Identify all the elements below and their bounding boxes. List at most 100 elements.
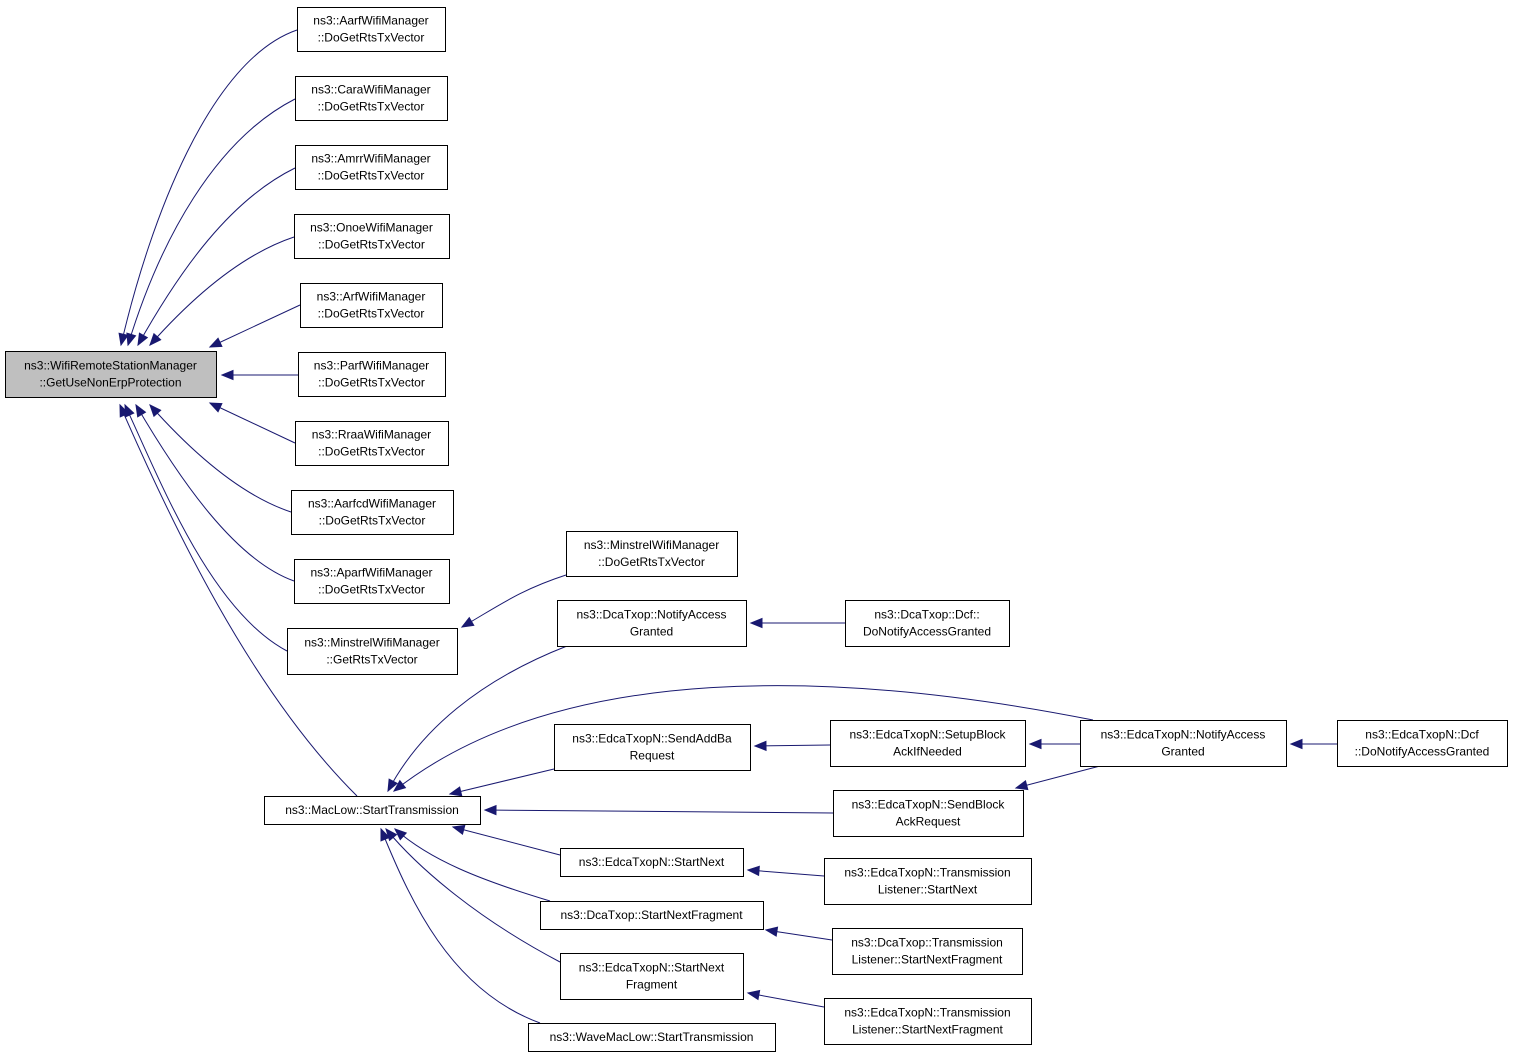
node-label-line: ns3::WaveMacLow::StartTransmission bbox=[550, 1030, 754, 1044]
edge-line bbox=[452, 826, 561, 856]
edge-dca_notify-to-maclow_start bbox=[387, 645, 568, 793]
node-edca-tl-startnext[interactable]: ns3::EdcaTxopN::TransmissionListener::St… bbox=[824, 858, 1032, 905]
node-box bbox=[566, 531, 738, 577]
node-box bbox=[554, 724, 751, 771]
node-minstrel-do[interactable]: ns3::MinstrelWifiManager::DoGetRtsTxVect… bbox=[566, 531, 738, 577]
node-edca-notify[interactable]: ns3::EdcaTxopN::NotifyAccessGranted bbox=[1080, 720, 1287, 767]
node-label-line: ns3::DcaTxop::Transmission bbox=[851, 936, 1003, 950]
node-box bbox=[1337, 720, 1508, 767]
edge-minstrel_do-to-minstrel_get bbox=[460, 574, 567, 628]
node-edca-startnextfrag[interactable]: ns3::EdcaTxopN::StartNextFragment bbox=[560, 953, 744, 1000]
node-box bbox=[824, 858, 1032, 905]
node-box bbox=[294, 559, 450, 604]
edge-line bbox=[124, 404, 288, 652]
node-box bbox=[291, 490, 454, 535]
arrowhead-icon bbox=[149, 332, 162, 346]
node-box bbox=[560, 953, 744, 1000]
node-minstrel-get[interactable]: ns3::MinstrelWifiManager::GetRtsTxVector bbox=[287, 628, 458, 675]
node-label-line: Listener::StartNext bbox=[878, 883, 978, 897]
edge-line bbox=[394, 828, 551, 902]
edge-arf-to-root bbox=[208, 304, 301, 348]
edge-onoe-to-root bbox=[149, 236, 295, 346]
edge-edca_setupblock-to-edca_sendaddba bbox=[753, 740, 831, 752]
node-aarfcd[interactable]: ns3::AarfcdWifiManager::DoGetRtsTxVector bbox=[291, 490, 454, 535]
node-amrr[interactable]: ns3::AmrrWifiManager::DoGetRtsTxVector bbox=[295, 145, 448, 190]
node-box bbox=[845, 600, 1010, 647]
node-rraa[interactable]: ns3::RraaWifiManager::DoGetRtsTxVector bbox=[295, 421, 449, 466]
node-box bbox=[560, 848, 744, 877]
node-box bbox=[295, 76, 448, 121]
node-label-line: ns3::EdcaTxopN::Dcf bbox=[1365, 728, 1479, 742]
node-box bbox=[833, 790, 1024, 837]
arrowhead-icon bbox=[749, 617, 763, 629]
node-label-line: ns3::MacLow::StartTransmission bbox=[285, 803, 459, 817]
node-box bbox=[540, 901, 764, 930]
node-label-line: ns3::OnoeWifiManager bbox=[310, 221, 433, 235]
edge-line bbox=[449, 768, 555, 795]
node-label-line: ns3::AparfWifiManager bbox=[310, 566, 432, 580]
arrowhead-icon bbox=[208, 337, 223, 348]
node-edca-tl-startnextfrag[interactable]: ns3::EdcaTxopN::TransmissionListener::St… bbox=[824, 998, 1032, 1045]
node-label-line: Listener::StartNextFragment bbox=[852, 953, 1003, 967]
node-label-line: ns3::ArfWifiManager bbox=[317, 290, 426, 304]
node-box bbox=[832, 928, 1023, 975]
arrowhead-icon bbox=[137, 332, 149, 347]
node-label-line: ns3::RraaWifiManager bbox=[312, 428, 431, 442]
node-arf[interactable]: ns3::ArfWifiManager::DoGetRtsTxVector bbox=[300, 283, 443, 328]
edge-edca_notify-to-edca_sendblock bbox=[1014, 765, 1101, 791]
node-label-line: Granted bbox=[1161, 745, 1204, 759]
node-onoe[interactable]: ns3::OnoeWifiManager::DoGetRtsTxVector bbox=[294, 214, 450, 259]
edge-edca_tl_startnextfrag-to-edca_startnextfrag bbox=[746, 989, 825, 1008]
node-label-line: ns3::EdcaTxopN::SendBlock bbox=[852, 798, 1006, 812]
node-aparf[interactable]: ns3::AparfWifiManager::DoGetRtsTxVector bbox=[294, 559, 450, 604]
node-label-line: ns3::AmrrWifiManager bbox=[311, 152, 430, 166]
edge-dca_dcf-to-dca_notify bbox=[749, 617, 845, 629]
arrowhead-icon bbox=[746, 989, 761, 1001]
nodes-layer: ns3::WifiRemoteStationManager::GetUseNon… bbox=[5, 7, 1508, 1052]
edge-line bbox=[393, 685, 1094, 792]
node-root[interactable]: ns3::WifiRemoteStationManager::GetUseNon… bbox=[5, 351, 217, 398]
node-dca-notify[interactable]: ns3::DcaTxop::NotifyAccessGranted bbox=[557, 600, 747, 647]
node-label-line: ::GetUseNonErpProtection bbox=[39, 376, 181, 390]
node-label-line: ::DoGetRtsTxVector bbox=[318, 583, 425, 597]
node-label-line: ::DoGetRtsTxVector bbox=[318, 376, 425, 390]
edge-line bbox=[387, 645, 568, 792]
node-box bbox=[557, 600, 747, 647]
arrowhead-icon bbox=[753, 740, 767, 752]
edge-line bbox=[149, 236, 295, 346]
node-maclow-start[interactable]: ns3::MacLow::StartTransmission bbox=[264, 796, 481, 825]
node-wavemaclow[interactable]: ns3::WaveMacLow::StartTransmission bbox=[528, 1023, 776, 1052]
arrowhead-icon bbox=[1014, 780, 1029, 791]
node-dca-startnextfrag[interactable]: ns3::DcaTxop::StartNextFragment bbox=[540, 901, 764, 930]
arrowhead-icon bbox=[385, 827, 398, 842]
edge-edca_sendaddba-to-maclow_start bbox=[448, 768, 555, 797]
node-parf[interactable]: ns3::ParfWifiManager::DoGetRtsTxVector bbox=[298, 352, 446, 397]
node-edca-dcf[interactable]: ns3::EdcaTxopN::Dcf::DoNotifyAccessGrant… bbox=[1337, 720, 1508, 767]
node-label-line: ::GetRtsTxVector bbox=[326, 653, 417, 667]
node-dca-dcf[interactable]: ns3::DcaTxop::Dcf::DoNotifyAccessGranted bbox=[845, 600, 1010, 647]
node-box bbox=[297, 7, 446, 52]
edge-line bbox=[127, 98, 296, 346]
arrowhead-icon bbox=[126, 332, 137, 347]
node-label-line: ns3::CaraWifiManager bbox=[311, 83, 430, 97]
node-label-line: ns3::EdcaTxopN::SetupBlock bbox=[849, 728, 1006, 742]
arrowhead-icon bbox=[483, 804, 497, 816]
node-label-line: Listener::StartNextFragment bbox=[852, 1023, 1003, 1037]
node-label-line: ns3::EdcaTxopN::StartNext bbox=[579, 855, 725, 869]
arrowhead-icon bbox=[380, 827, 391, 842]
arrowhead-icon bbox=[448, 786, 463, 797]
arrowhead-icon bbox=[394, 828, 408, 841]
node-label-line: ns3::MinstrelWifiManager bbox=[304, 636, 439, 650]
node-cara[interactable]: ns3::CaraWifiManager::DoGetRtsTxVector bbox=[295, 76, 448, 121]
node-edca-startnext[interactable]: ns3::EdcaTxopN::StartNext bbox=[560, 848, 744, 877]
edge-edca_notify-to-edca_setupblock bbox=[1028, 738, 1080, 750]
node-aarf[interactable]: ns3::AarfWifiManager::DoGetRtsTxVector bbox=[297, 7, 446, 52]
node-dca-tl-startnextfrag[interactable]: ns3::DcaTxop::TransmissionListener::Star… bbox=[832, 928, 1023, 975]
edge-aparf-to-root bbox=[135, 403, 295, 582]
node-label-line: ::DoGetRtsTxVector bbox=[598, 555, 705, 569]
arrowhead-icon bbox=[1028, 738, 1042, 750]
